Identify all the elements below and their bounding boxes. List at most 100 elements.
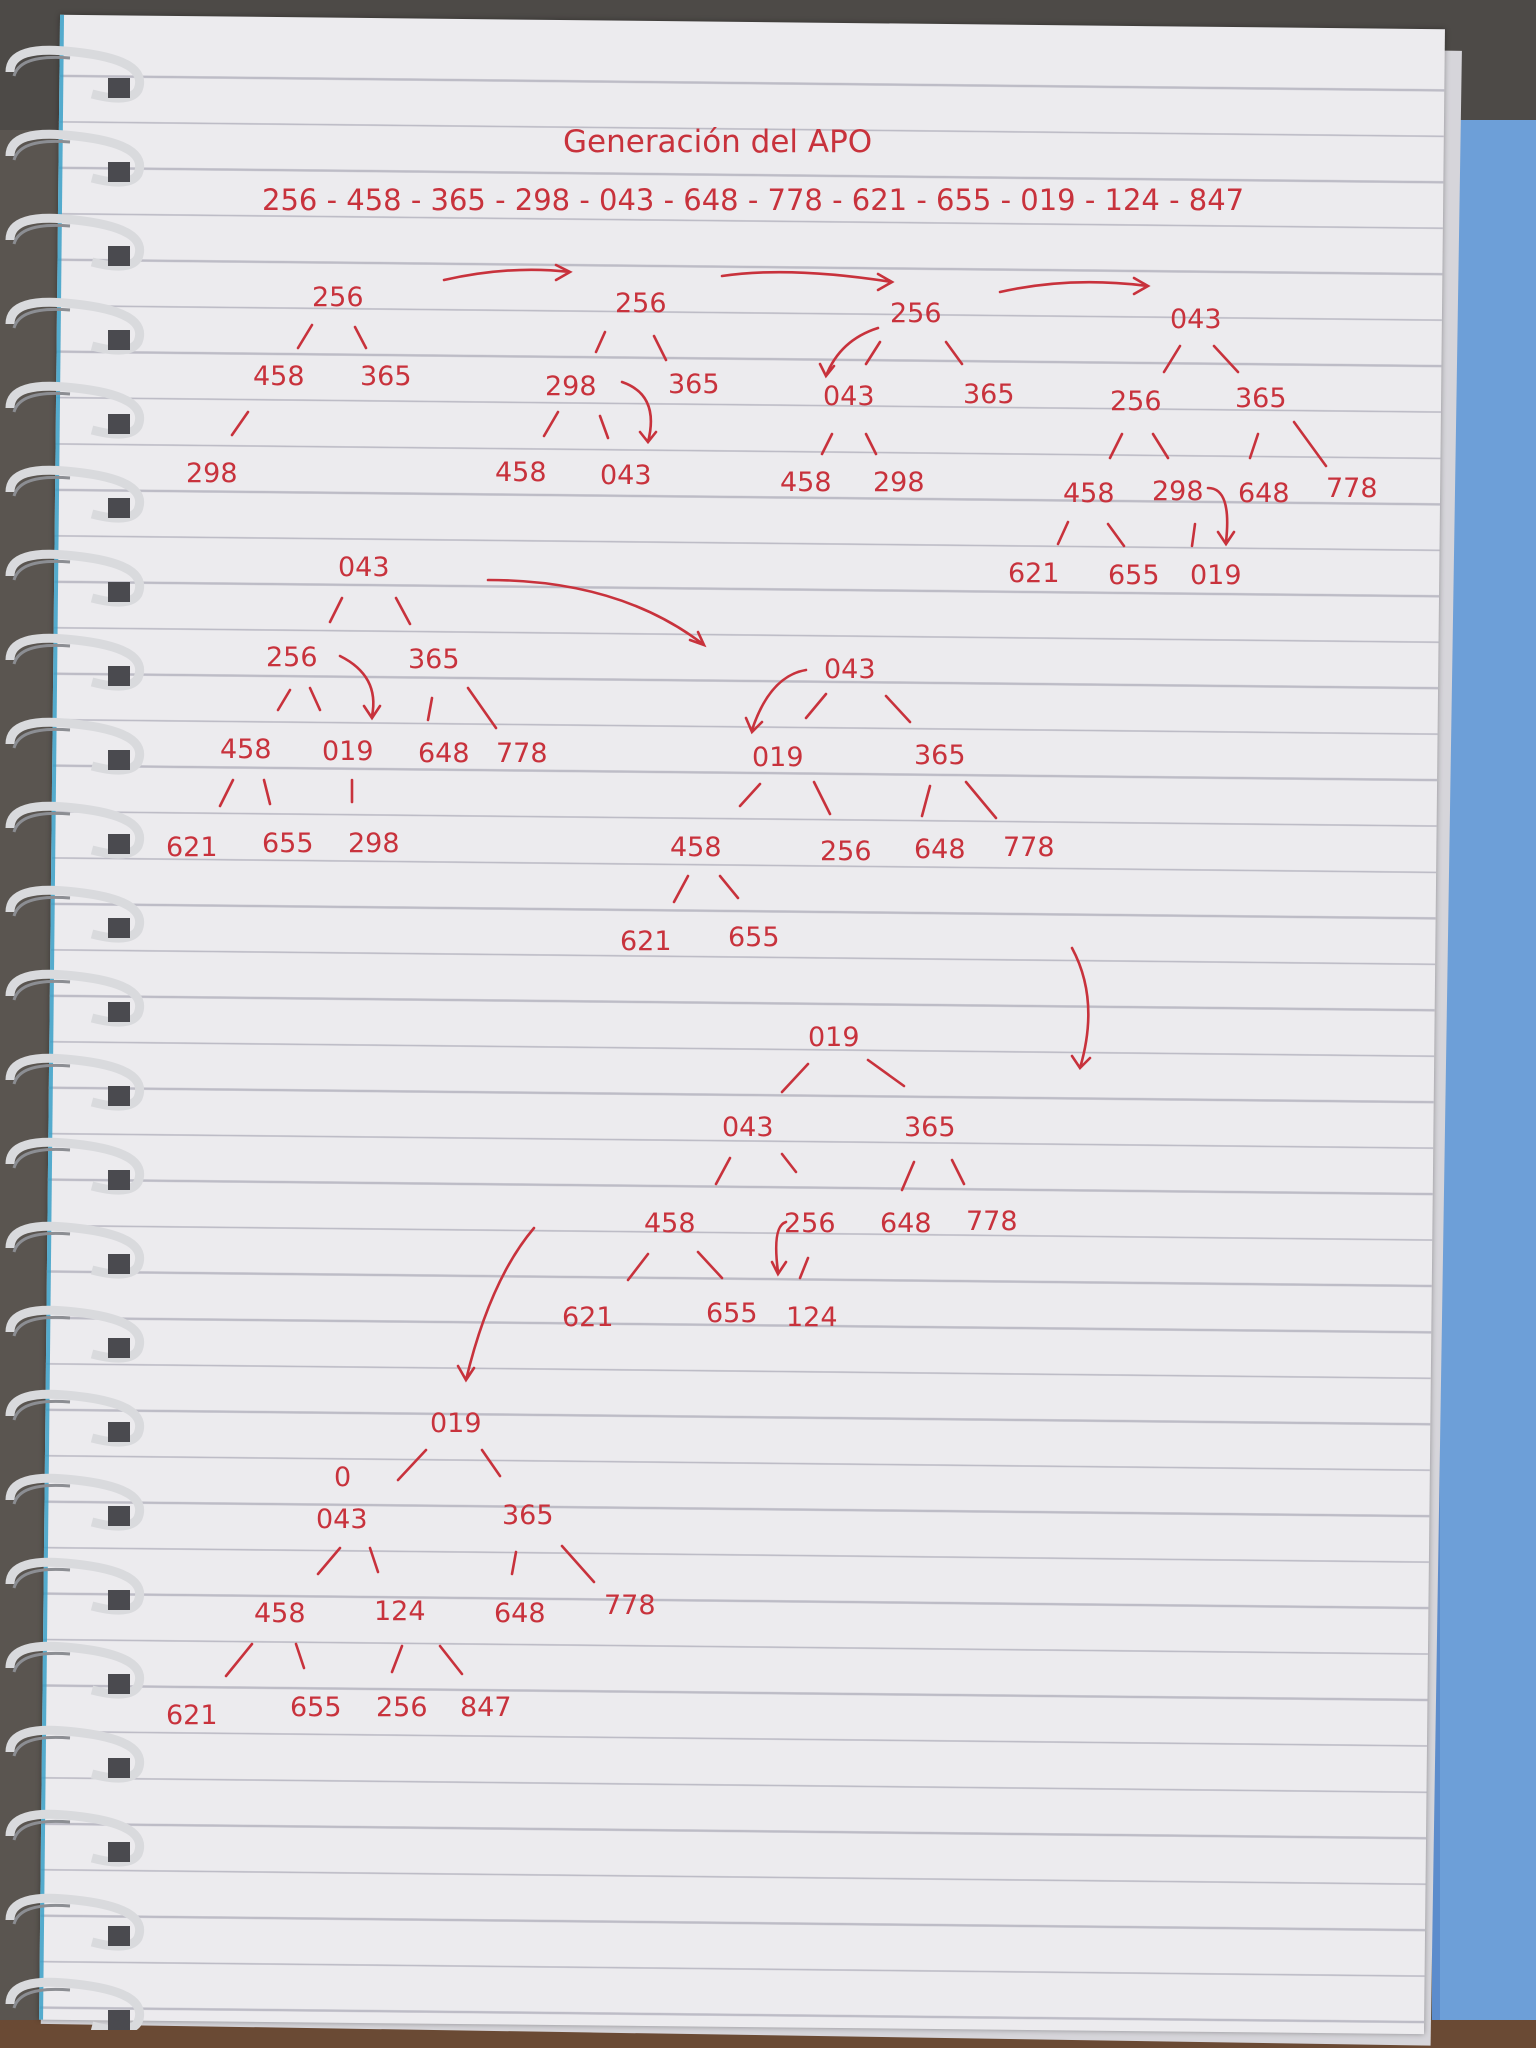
tree-node: 621 — [1008, 558, 1060, 589]
tree-node: 043 — [600, 460, 652, 491]
spiral-ring-shadow — [12, 139, 71, 161]
tree-node: 043 — [1170, 304, 1222, 335]
tree-node: 655 — [1108, 560, 1160, 591]
tree-node: 365 — [963, 379, 1015, 410]
binding-hole — [108, 1254, 130, 1274]
tree-node: 043 — [823, 381, 875, 412]
tree-node: 365 — [360, 361, 412, 392]
spiral-ring-shadow — [12, 1483, 71, 1505]
tree-node: 124 — [374, 1596, 426, 1627]
tree-node: 256 — [820, 836, 872, 867]
spiral-ring-shadow — [12, 1819, 71, 1841]
step-arrow — [998, 276, 1151, 296]
binding-hole — [108, 582, 130, 602]
tree-node: 365 — [914, 740, 966, 771]
binding-hole — [108, 246, 130, 266]
tree-node: 256 — [615, 288, 667, 319]
tree-node: 778 — [1003, 832, 1055, 863]
spiral-ring-shadow — [12, 1063, 71, 1085]
tree-node: 365 — [502, 1500, 554, 1531]
spiral-ring-shadow — [12, 391, 71, 413]
tree-node: 648 — [494, 1598, 546, 1629]
tree-node: 847 — [460, 1692, 512, 1723]
tree-node: 298 — [186, 458, 238, 489]
spiral-ring-shadow — [12, 223, 71, 245]
tree-node: 621 — [620, 926, 672, 957]
tree-step-4: 043 256 365 458 298 648 778 621 655 019 — [1008, 304, 1378, 591]
binding-hole — [108, 1674, 130, 1694]
tree-node: 778 — [966, 1206, 1018, 1237]
spiral-ring-shadow — [12, 895, 71, 917]
tree-node: 458 — [1063, 478, 1115, 509]
binding-hole — [108, 750, 130, 770]
tree-node: 621 — [166, 1700, 218, 1731]
tree-node: 298 — [1152, 476, 1204, 507]
binding-hole — [108, 1926, 130, 1946]
tree-node: 655 — [728, 922, 780, 953]
binding-hole — [108, 1338, 130, 1358]
tree-step-5: 043 256 365 458 019 648 778 621 655 298 — [166, 552, 548, 863]
tree-node: 043 — [722, 1112, 774, 1143]
spiral-ring-shadow — [12, 1651, 71, 1673]
binding-hole — [108, 78, 130, 98]
spiral-ring-shadow — [12, 979, 71, 1001]
tree-node: 365 — [904, 1112, 956, 1143]
spiral-ring-shadow — [12, 1399, 71, 1421]
spiral-ring-shadow — [12, 1903, 71, 1925]
binding-hole — [108, 414, 130, 434]
tree-node: 621 — [166, 832, 218, 863]
binding-hole — [108, 1422, 130, 1442]
binding-hole — [108, 1842, 130, 1862]
tree-step-8: 019 043 365 458 124 648 778 621 655 256 … — [166, 1408, 656, 1731]
binding-hole — [108, 1758, 130, 1778]
tree-node: 458 — [495, 457, 547, 488]
tree-node: 124 — [786, 1302, 838, 1333]
tree-node: 648 — [880, 1208, 932, 1239]
step-arrow — [442, 263, 573, 282]
binding-hole — [108, 1590, 130, 1610]
tree-node: 365 — [1235, 383, 1287, 414]
binding-hole — [108, 1002, 130, 1022]
spiral-ring-shadow — [12, 643, 71, 665]
tree-node: 655 — [262, 828, 314, 859]
spiral-ring-shadow — [12, 1147, 71, 1169]
tree-node: 256 — [784, 1208, 836, 1239]
tree-node: 365 — [408, 644, 460, 675]
binding-hole — [108, 666, 130, 686]
binding-hole — [108, 834, 130, 854]
tree-node: 043 — [824, 654, 876, 685]
step-arrow — [456, 1226, 536, 1383]
tree-node: 458 — [254, 1598, 306, 1629]
tree-node: 019 — [430, 1408, 482, 1439]
spiral-ring-shadow — [12, 1315, 71, 1337]
step-arrow — [1070, 946, 1092, 1071]
spiral-ring-shadow — [12, 559, 71, 581]
spiral-binding — [5, 45, 145, 2030]
tree-node: 298 — [545, 371, 597, 402]
spiral-ring-shadow — [12, 727, 71, 749]
binding-hole — [108, 1506, 130, 1526]
tree-node: 458 — [253, 361, 305, 392]
tree-node: 019 — [1190, 560, 1242, 591]
binding-hole — [108, 498, 130, 518]
tree-node: 256 — [266, 642, 318, 673]
tree-node: 458 — [220, 734, 272, 765]
spiral-ring-shadow — [12, 1567, 71, 1589]
spiral-ring-shadow — [12, 475, 71, 497]
step-arrow — [486, 578, 707, 648]
tree-node: 648 — [1238, 478, 1290, 509]
tree-node: 043 — [316, 1504, 368, 1535]
tree-node: 298 — [873, 467, 925, 498]
stray-mark: 0 — [334, 1462, 351, 1493]
tree-node: 019 — [752, 742, 804, 773]
insertion-sequence: 256 - 458 - 365 - 298 - 043 - 648 - 778 … — [262, 183, 1244, 217]
spiral-ring-shadow — [12, 55, 71, 77]
tree-step-6: 043 019 365 458 256 648 778 621 655 — [620, 654, 1055, 957]
spiral-ring-shadow — [12, 1231, 71, 1253]
binding-hole — [108, 1086, 130, 1106]
tree-node: 256 — [1110, 386, 1162, 417]
binding-hole — [108, 2010, 130, 2030]
tree-step-3: 256 043 365 458 298 — [780, 298, 1015, 498]
page-title: Generación del APO — [563, 124, 872, 160]
tree-node: 043 — [338, 552, 390, 583]
